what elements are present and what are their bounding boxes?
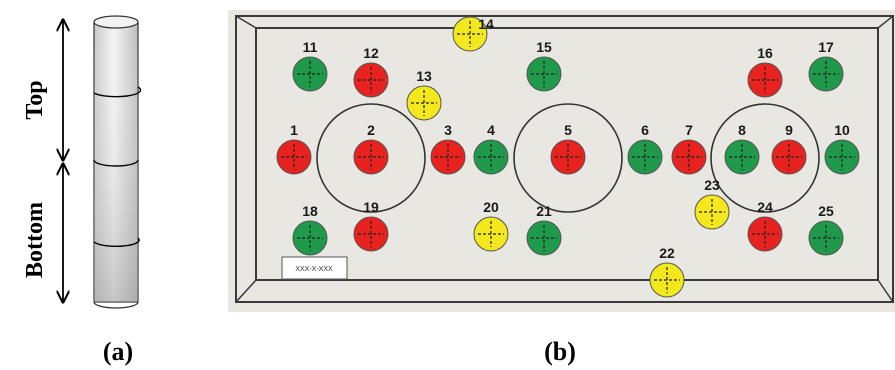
sample-point-7: 7 xyxy=(671,122,707,175)
sample-point-21: 21 xyxy=(526,203,562,256)
sample-point-number: 23 xyxy=(704,177,720,193)
caption-b: (b) xyxy=(544,337,576,366)
sample-point-number: 17 xyxy=(818,39,834,55)
sample-point-19: 19 xyxy=(353,199,389,252)
sample-point-4: 4 xyxy=(473,122,509,175)
sample-point-number: 20 xyxy=(483,199,499,215)
sample-point-number: 10 xyxy=(834,122,850,138)
sample-point-20: 20 xyxy=(473,199,509,252)
sample-point-8: 8 xyxy=(724,122,760,175)
zone-circle-left xyxy=(316,103,426,213)
sample-point-11: 11 xyxy=(292,39,328,92)
sample-point-5: 5 xyxy=(550,122,586,175)
sample-point-3: 3 xyxy=(430,122,466,175)
caption-a: (a) xyxy=(103,337,133,366)
sample-point-number: 15 xyxy=(536,39,552,55)
sample-point-number: 3 xyxy=(444,122,452,138)
sample-point-6: 6 xyxy=(627,122,663,175)
sample-point-2: 2 xyxy=(353,122,389,175)
sample-point-number: 8 xyxy=(738,122,746,138)
sample-point-13: 13 xyxy=(406,68,442,121)
sample-point-number: 16 xyxy=(757,45,773,61)
sample-point-number: 19 xyxy=(363,199,379,215)
section-line-3 xyxy=(93,237,140,248)
sample-point-number: 22 xyxy=(659,245,675,261)
sample-point-number: 13 xyxy=(416,68,432,84)
sample-point-23: 23 xyxy=(694,177,730,230)
sample-point-number: 12 xyxy=(363,45,379,61)
sample-point-number: 1 xyxy=(290,122,298,138)
section-line-1 xyxy=(93,86,142,98)
sample-point-18: 18 xyxy=(292,203,328,256)
sample-point-number: 2 xyxy=(367,122,375,138)
sample-point-number: 4 xyxy=(487,122,495,138)
sample-point-number: 24 xyxy=(757,199,773,215)
sample-point-number: 11 xyxy=(303,39,318,55)
panel-a: Top Bottom (a) xyxy=(22,15,142,366)
sample-point-number: 21 xyxy=(536,203,552,219)
plate-tag: XXX-X-XXX xyxy=(281,256,348,280)
sample-point-9: 9 xyxy=(771,122,807,175)
sample-point-22: 22 xyxy=(649,245,685,298)
sample-point-number: 5 xyxy=(564,122,572,138)
plate-tag-text: XXX-X-XXX xyxy=(295,266,333,273)
sample-point-14: 14 xyxy=(452,16,494,52)
sample-point-number: 14 xyxy=(478,16,494,32)
sample-point-17: 17 xyxy=(808,39,844,92)
sample-point-number: 6 xyxy=(641,122,649,138)
top-label: Top xyxy=(22,80,48,119)
section-line-2 xyxy=(93,159,139,167)
sample-point-10: 10 xyxy=(824,122,860,175)
bottom-label: Bottom xyxy=(22,202,48,278)
sample-point-12: 12 xyxy=(353,45,389,98)
sample-point-16: 16 xyxy=(747,45,783,98)
sample-point-number: 18 xyxy=(302,203,318,219)
sample-point-15: 15 xyxy=(526,39,562,92)
zone-circle-right xyxy=(710,103,820,213)
sample-point-number: 9 xyxy=(785,122,793,138)
sample-point-number: 25 xyxy=(818,203,834,219)
core-cylinder xyxy=(93,15,142,309)
sample-point-number: 7 xyxy=(685,122,693,138)
sample-point-1: 1 xyxy=(276,122,312,175)
sample-point-25: 25 xyxy=(808,203,844,256)
sample-point-24: 24 xyxy=(747,199,783,252)
zone-circle-center xyxy=(513,103,623,213)
